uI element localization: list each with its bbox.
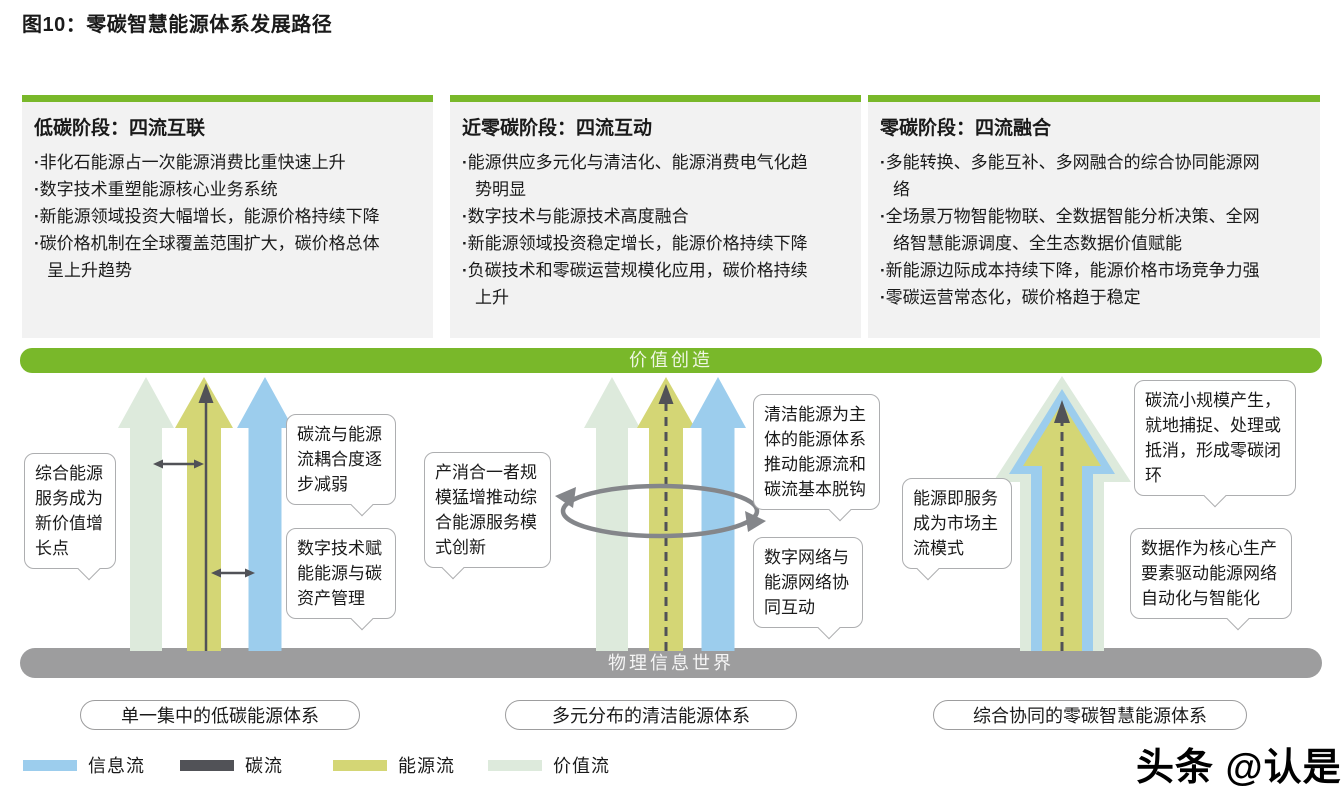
legend-label: 碳流 [245,756,283,776]
stage-pill-zero-carbon: 综合协同的零碳智慧能源体系 [933,700,1247,730]
bullet: 数字技术与能源技术高度融合 [462,203,818,230]
legend-label: 信息流 [88,756,145,776]
energy-flow-arrow-mid [637,377,695,651]
callout-coupling-weakens: 碳流与能源流耦合度逐步减弱 [286,414,396,505]
legend-item-carbon-flow: 碳流 [180,754,283,776]
bullet: 新能源领域投资稳定增长，能源价格持续下降 [462,230,818,257]
legend-item-info-flow: 信息流 [23,754,145,776]
bullet: 碳价格机制在全球覆盖范围扩大，碳价格总体呈上升趋势 [34,230,390,284]
legend-label: 价值流 [553,756,610,776]
stage-panel-near-zero-carbon: 近零碳阶段：四流互动 能源供应多元化与清洁化、能源消费电气化趋势明显 数字技术与… [450,95,861,338]
stage-panel-header: 低碳阶段：四流互联 [34,118,206,139]
figure-title: 图10：零碳智慧能源体系发展路径 [22,14,333,36]
bullet: 全场景万物智能物联、全数据智能分析决策、全网络智慧能源调度、全生态数据价值赋能 [880,203,1261,257]
bullet: 多能转换、多能互补、多网融合的综合协同能源网络 [880,149,1261,203]
stage-panel-zero-carbon: 零碳阶段：四流融合 多能转换、多能互补、多网融合的综合协同能源网络 全场景万物智… [868,95,1320,338]
carbon-flow-arrowhead-mid [658,384,674,404]
carbon-flow-arrowhead-right [1054,400,1070,423]
energy-flow-swatch [333,759,387,771]
coupling-double-arrow-top [153,459,204,469]
value-flow-arrow-right [993,376,1131,651]
legend-item-energy-flow: 能源流 [333,754,455,776]
bullet: 零碳运营常态化，碳价格趋于稳定 [880,284,1261,311]
callout-zero-carbon-loop: 碳流小规模产生，就地捕捉、处理或抵消，形成零碳闭环 [1134,380,1296,496]
stage-panel-bullet-list: 能源供应多元化与清洁化、能源消费电气化趋势明显 数字技术与能源技术高度融合 新能… [450,149,861,311]
info-flow-swatch [23,759,77,771]
value-flow-swatch [488,759,542,771]
stage-pill-clean: 多元分布的清洁能源体系 [505,700,797,730]
legend-item-value-flow: 价值流 [488,754,610,776]
callout-energy-as-service: 能源即服务成为市场主流模式 [902,478,1012,569]
callout-data-driven: 数据作为核心生产要素驱动能源网络自动化与智能化 [1130,528,1292,619]
stage-panel-bullet-list: 非化石能源占一次能源消费比重快速上升 数字技术重塑能源核心业务系统 新能源领域投… [22,149,433,284]
legend-label: 能源流 [398,756,455,776]
bullet: 负碳技术和零碳运营规模化应用，碳价格持续上升 [462,257,818,311]
stage-panel-header: 近零碳阶段：四流互动 [462,118,653,139]
value-creation-bar: 价值创造 [20,348,1322,373]
bullet: 能源供应多元化与清洁化、能源消费电气化趋势明显 [462,149,818,203]
carbon-flow-swatch [180,759,234,771]
callout-digital-enables: 数字技术赋能能源与碳资产管理 [286,528,396,619]
callout-prosumer-surge: 产消合一者规模猛增推动综合能源服务模式创新 [424,452,551,568]
bullet: 非化石能源占一次能源消费比重快速上升 [34,149,390,176]
stage-panel-bullet-list: 多能转换、多能互补、多网融合的综合协同能源网络 全场景万物智能物联、全数据智能分… [868,149,1320,311]
energy-flow-arrow-right [1023,403,1101,651]
bullet: 新能源领域投资大幅增长，能源价格持续下降 [34,203,390,230]
coupling-double-arrow-bottom [211,568,255,578]
info-flow-arrow-left [237,377,293,651]
value-flow-arrow-left [118,377,174,651]
physical-info-world-bar: 物理信息世界 [20,648,1322,678]
interaction-cycle-loop [555,483,766,539]
stage-panel-low-carbon: 低碳阶段：四流互联 非化石能源占一次能源消费比重快速上升 数字技术重塑能源核心业… [22,95,433,338]
callout-network-interaction: 数字网络与能源网络协同互动 [753,537,863,628]
value-flow-arrow-mid [584,377,640,651]
info-flow-arrow-mid [690,377,746,651]
info-flow-arrow-right [1009,389,1115,651]
callout-new-value-growth: 综合能源服务成为新价值增长点 [24,453,116,569]
watermark: 头条 @认是 [1136,747,1342,789]
bullet: 数字技术重塑能源核心业务系统 [34,176,390,203]
bullet: 新能源边际成本持续下降，能源价格市场竞争力强 [880,257,1261,284]
stage-pill-low-carbon: 单一集中的低碳能源体系 [80,700,360,730]
energy-flow-arrow-left [175,377,233,651]
carbon-flow-arrowhead-left [198,383,214,403]
callout-decoupling: 清洁能源为主体的能源体系推动能源流和碳流基本脱钩 [753,394,880,510]
stage-panel-header: 零碳阶段：四流融合 [880,118,1052,139]
